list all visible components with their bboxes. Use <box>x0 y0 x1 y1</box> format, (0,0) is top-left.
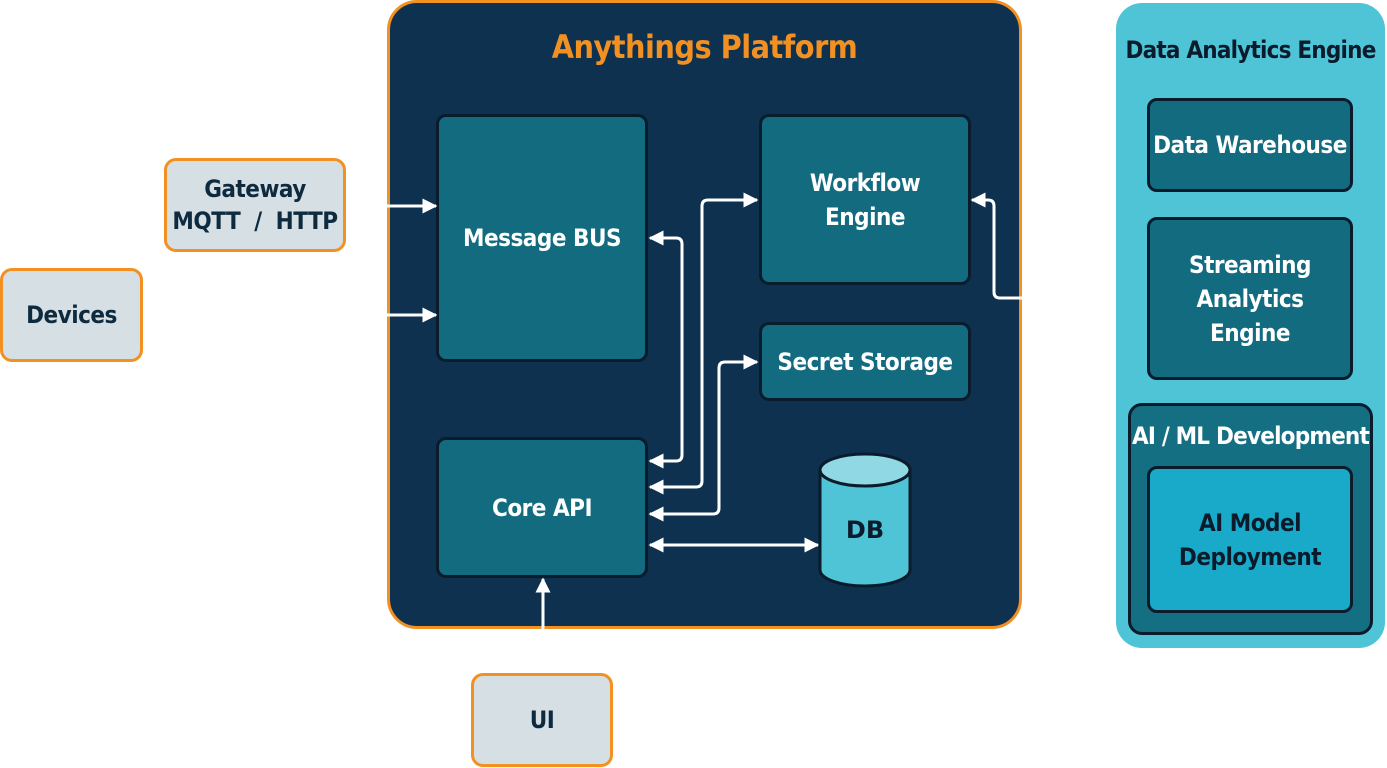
message-bus-box: Message BUS <box>436 114 648 362</box>
secret-storage-box: Secret Storage <box>759 322 971 401</box>
devices-label: Devices <box>26 301 117 329</box>
platform-title: Anythings Platform <box>551 28 858 66</box>
core-api-box: Core API <box>436 437 648 578</box>
ui-box: UI <box>471 673 613 767</box>
secret-storage-label: Secret Storage <box>777 347 953 376</box>
message-bus-label: Message BUS <box>462 224 622 252</box>
streaming-label-line1: Streaming <box>1189 250 1311 279</box>
db-label: DB <box>846 516 884 544</box>
data-warehouse-box: Data Warehouse <box>1147 98 1353 192</box>
streaming-label-line2: Analytics <box>1196 284 1305 313</box>
core-api-secret-storage-connector <box>648 354 759 522</box>
data-warehouse-label: Data Warehouse <box>1153 131 1347 159</box>
streaming-analytics-engine-box: Streaming Analytics Engine <box>1147 217 1353 380</box>
core-api-label: Core API <box>491 493 593 522</box>
gateway-label: Gateway <box>204 175 306 203</box>
db-cylinder: DB <box>818 452 912 588</box>
gateway-box: Gateway MQTT / HTTP <box>164 158 346 252</box>
gateway-protocols-label: MQTT / HTTP <box>172 207 338 235</box>
ai-ml-development-title: AI / ML Development <box>1131 422 1370 450</box>
analytics-to-workflow-arrow <box>970 192 1022 300</box>
ai-model-deployment-box: AI Model Deployment <box>1147 466 1353 613</box>
devices-box: Devices <box>0 268 143 362</box>
ui-label: UI <box>529 706 555 734</box>
workflow-engine-box: Workflow Engine <box>759 114 971 285</box>
streaming-label-line3: Engine <box>1209 318 1291 347</box>
ai-model-label-line2: Deployment <box>1178 542 1322 571</box>
ai-model-label-line1: AI Model <box>1198 508 1302 537</box>
core-api-bus-connector <box>648 230 684 469</box>
data-analytics-engine-title: Data Analytics Engine <box>1125 36 1376 64</box>
core-api-workflow-connector <box>648 192 759 495</box>
workflow-engine-label-line1: Workflow <box>809 168 921 197</box>
workflow-engine-label-line2: Engine <box>824 202 906 231</box>
